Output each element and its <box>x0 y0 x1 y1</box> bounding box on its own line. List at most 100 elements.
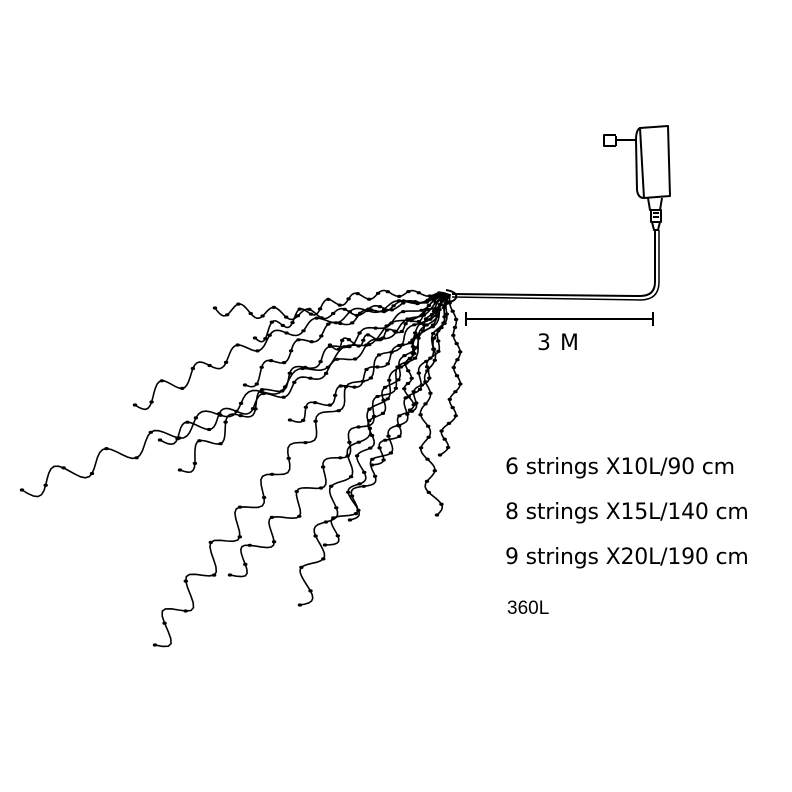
light-bulb <box>418 446 424 450</box>
light-bulb <box>384 324 389 328</box>
light-bulb <box>301 329 306 333</box>
light-bulb <box>447 397 452 401</box>
light-bulb <box>197 439 202 443</box>
light-bulb <box>206 427 212 432</box>
light-bulb <box>347 310 352 314</box>
light-bulb <box>367 426 373 430</box>
light-bulb <box>458 382 463 386</box>
light-bulb <box>418 413 423 417</box>
light-bulb <box>263 337 268 341</box>
light-bulb <box>211 573 217 577</box>
light-bulb <box>225 313 230 317</box>
light-bulb <box>396 378 401 382</box>
light-bulb <box>297 514 302 518</box>
light-bulb <box>292 380 297 384</box>
light-string <box>214 293 451 321</box>
light-bulb <box>260 314 265 318</box>
light-bulb <box>288 349 294 353</box>
light-bulb <box>453 414 458 418</box>
light-bulb <box>303 365 308 369</box>
light-bulb <box>208 540 213 545</box>
light-bulb <box>364 308 370 313</box>
light-bulb <box>295 314 301 318</box>
light-bulb <box>294 489 299 494</box>
light-bulb <box>379 337 384 341</box>
light-bulb <box>303 441 308 445</box>
power-plug-icon <box>603 125 671 231</box>
light-bulb <box>412 356 418 360</box>
light-bulb <box>338 321 343 326</box>
light-bulb <box>374 338 380 342</box>
light-bulb <box>447 301 452 305</box>
light-bulb <box>303 405 309 409</box>
light-bulb <box>347 345 352 349</box>
light-bulb <box>349 494 355 498</box>
light-bulb <box>299 565 304 570</box>
light-bulb <box>261 495 267 500</box>
light-bulb <box>333 393 338 397</box>
light-bulb <box>454 374 460 378</box>
light-bulb <box>267 333 272 337</box>
light-bulb <box>297 603 303 607</box>
light-bulb <box>396 365 402 369</box>
light-bulb <box>435 314 440 318</box>
light-bulb <box>236 302 241 306</box>
light-bulb <box>434 513 440 517</box>
light-bulb <box>368 308 374 312</box>
light-bulb <box>425 298 430 302</box>
light-bulb <box>326 297 331 301</box>
light-bulb <box>375 365 380 369</box>
light-bulb <box>419 308 424 312</box>
light-bulb <box>417 387 423 391</box>
light-bulb <box>356 508 361 512</box>
light-bulb <box>346 297 351 301</box>
light-bulb <box>421 313 426 317</box>
light-bulb <box>318 486 324 490</box>
light-bulb <box>223 420 228 424</box>
light-bulb <box>385 397 390 401</box>
light-bulb <box>237 535 242 539</box>
light-bulb <box>439 429 444 433</box>
light-bulb <box>235 343 240 347</box>
light-bulb <box>373 326 378 330</box>
light-bulb <box>385 362 390 366</box>
supply-cable <box>451 230 656 298</box>
light-bulb <box>43 483 48 487</box>
light-bulb <box>356 344 361 348</box>
light-bulb <box>424 365 430 369</box>
light-bulb <box>385 290 391 294</box>
light-bulb <box>425 307 430 311</box>
light-bulb <box>435 308 441 312</box>
light-bulb <box>327 403 333 407</box>
light-bulb <box>180 386 185 390</box>
light-bulb <box>104 447 109 451</box>
light-bulb <box>409 376 414 380</box>
light-bulb <box>357 482 362 486</box>
light-bulb <box>132 403 138 407</box>
light-bulb <box>338 456 343 460</box>
light-bulb <box>19 488 25 492</box>
light-bulb <box>405 412 410 416</box>
light-bulb <box>212 306 218 310</box>
light-bulb <box>346 338 352 342</box>
light-bulb <box>347 440 352 444</box>
light-bulb <box>318 360 323 364</box>
light-bulb <box>431 347 437 351</box>
light-bulb <box>401 299 406 303</box>
light-bulb <box>152 643 158 647</box>
light-bulb <box>426 435 431 439</box>
light-bulb <box>350 321 355 325</box>
light-bulb <box>227 573 233 577</box>
light-bulb <box>393 386 399 390</box>
light-bulb <box>439 502 444 506</box>
light-bulb <box>400 343 405 347</box>
light-bulb <box>431 298 437 302</box>
light-bulb <box>453 390 458 394</box>
light-bulb <box>218 413 223 417</box>
light-bulb <box>442 437 447 441</box>
light-bulb <box>337 303 342 307</box>
light-bulb <box>347 518 353 522</box>
light-bulb <box>284 315 289 319</box>
spec-line-3: 9 strings X20L/190 cm <box>505 545 749 570</box>
light-bulb <box>268 359 274 363</box>
